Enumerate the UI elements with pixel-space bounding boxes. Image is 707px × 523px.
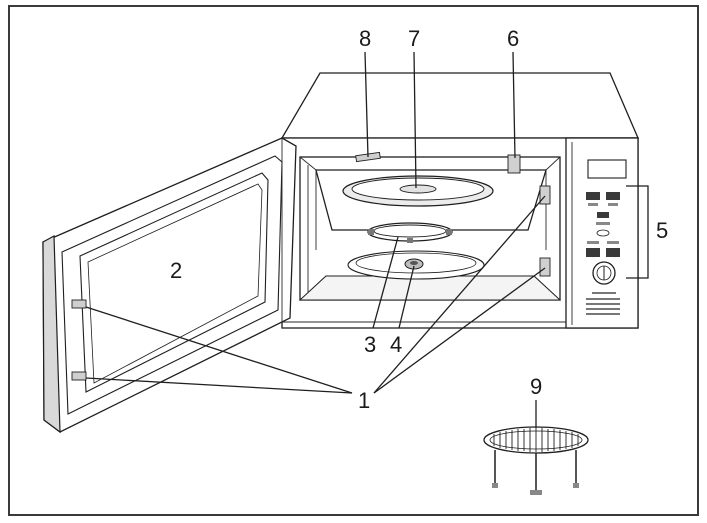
panel-button-2	[606, 192, 620, 200]
display-window	[587, 159, 627, 179]
turntable-shaft	[404, 258, 424, 270]
callout-6: 6	[507, 26, 519, 51]
callout-2: 2	[170, 258, 182, 283]
control-panel-bracket	[626, 185, 649, 279]
callout-8: 8	[359, 26, 371, 51]
callout-5: 5	[656, 218, 668, 243]
latch-slot-lower	[539, 257, 551, 277]
door-latch-upper	[71, 299, 87, 309]
panel-button-6	[606, 248, 620, 257]
roller-ring	[367, 222, 453, 243]
callout-3: 3	[364, 332, 376, 357]
leader-lines	[85, 51, 546, 428]
panel-button-1	[586, 192, 600, 200]
interlock-slot-top	[507, 154, 521, 174]
control-panel	[565, 137, 649, 329]
figure-frame	[8, 5, 699, 516]
panel-button-5	[586, 248, 600, 257]
latch-slot-upper	[539, 185, 551, 205]
grill-rack	[483, 426, 589, 495]
panel-button-3	[597, 212, 609, 218]
cabinet-top	[280, 72, 639, 139]
callout-4: 4	[390, 332, 402, 357]
callout-7: 7	[408, 26, 420, 51]
callout-1: 1	[358, 388, 370, 413]
callout-9: 9	[530, 374, 542, 399]
panel-button-4	[596, 229, 610, 237]
glass-tray	[342, 175, 494, 207]
door-latch-lower	[71, 371, 87, 381]
microwave-door	[42, 137, 297, 434]
